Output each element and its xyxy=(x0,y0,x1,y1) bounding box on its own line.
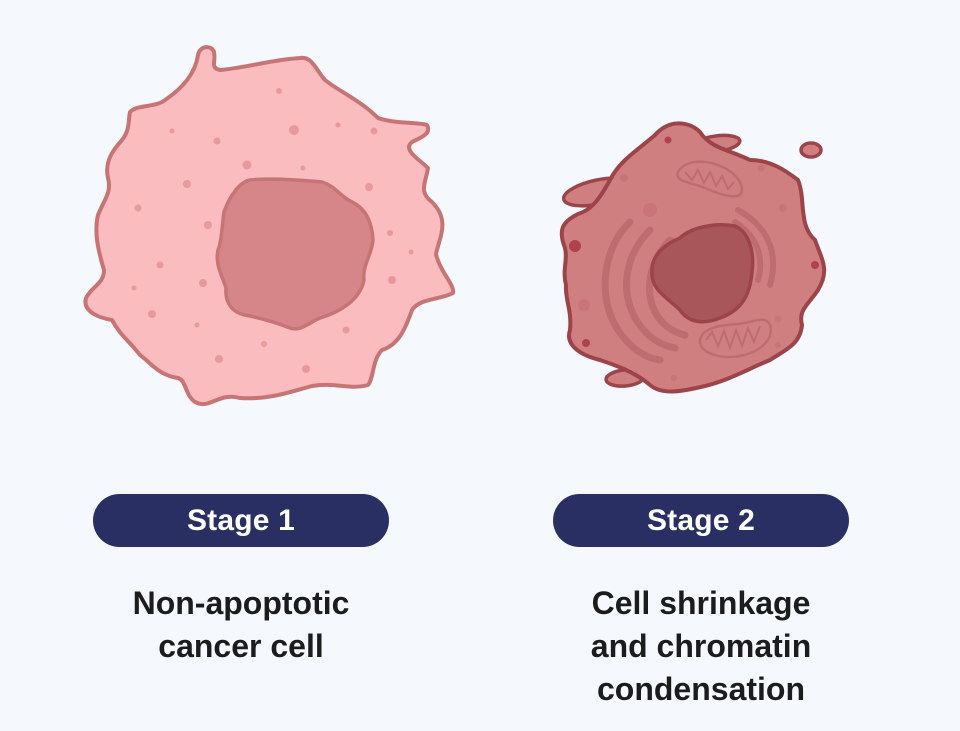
stage-1-caption: Non-apoptotic cancer cell xyxy=(91,582,391,668)
mitochondrion-bottom xyxy=(698,318,772,359)
mitochondrion-top xyxy=(676,160,744,198)
cytoplasm-dots xyxy=(569,136,819,381)
stage-1-badge: Stage 1 xyxy=(93,494,389,547)
caption-line: cancer cell xyxy=(158,628,324,664)
caption-line: Cell shrinkage xyxy=(591,585,811,621)
shrunken-cell-icon xyxy=(559,121,827,394)
stage-1-panel: Stage 1 Non-apoptotic cancer cell xyxy=(83,45,456,668)
caption-line: and chromatin xyxy=(590,628,812,664)
cytoplasm-granules xyxy=(131,88,414,373)
caption-line: condensation xyxy=(596,671,805,707)
caption-line: Non-apoptotic xyxy=(132,585,350,621)
pink-cancer-cell-icon xyxy=(83,45,456,406)
condensed-nucleus xyxy=(650,223,755,324)
nucleus xyxy=(215,177,375,331)
stage-2-panel: Stage 2 Cell shrinkage and chromatin con… xyxy=(480,0,960,731)
stage-2-caption: Cell shrinkage and chromatin condensatio… xyxy=(551,582,851,711)
stage-2-badge: Stage 2 xyxy=(553,494,849,547)
